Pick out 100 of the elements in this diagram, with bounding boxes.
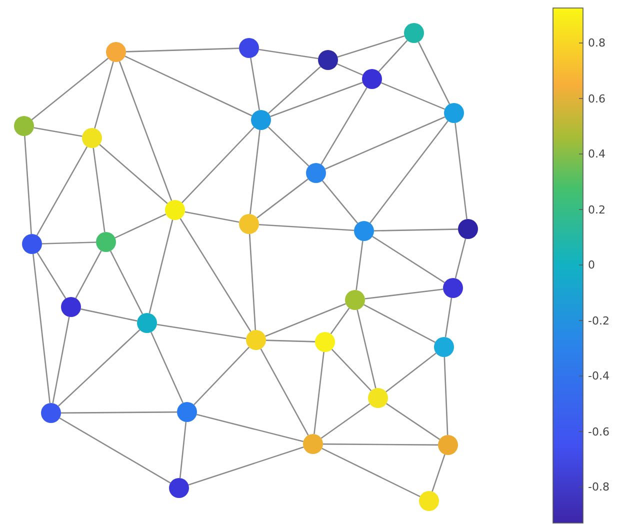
edge-line	[336, 63, 364, 76]
graph-node	[354, 221, 374, 241]
edge-line	[99, 144, 168, 204]
edge-line	[265, 303, 346, 337]
edge-line	[268, 66, 321, 114]
edge-line	[356, 240, 364, 290]
graph-node	[368, 388, 388, 408]
edge-line	[58, 329, 140, 407]
edge-line	[258, 224, 354, 232]
graph-node	[137, 313, 157, 333]
edge-line	[320, 87, 368, 165]
edge-line	[92, 148, 106, 232]
edge-line	[454, 122, 468, 220]
graph-node	[303, 434, 323, 454]
edge-line	[364, 288, 444, 300]
edge-line	[454, 238, 466, 278]
edge-line	[372, 236, 445, 284]
edge-line	[250, 58, 260, 110]
edge-line	[248, 234, 256, 330]
edge-line	[258, 48, 318, 60]
edge-line	[42, 242, 96, 244]
edge-line	[386, 403, 440, 440]
edge-line	[320, 403, 370, 439]
edge-line	[386, 352, 436, 392]
graph-node	[169, 478, 189, 498]
colorbar-tick-label: -0.4	[588, 370, 610, 382]
graph-node	[239, 214, 259, 234]
graph-node	[458, 219, 478, 239]
edge-line	[180, 218, 252, 332]
edge-line	[444, 298, 452, 338]
graph-node	[177, 402, 197, 422]
edge-line	[432, 454, 446, 492]
graph-node	[345, 290, 365, 310]
colorbar-tick-label: -0.2	[588, 314, 610, 327]
edge-line	[323, 443, 438, 446]
edge-line	[118, 61, 172, 201]
edge-line	[196, 414, 304, 442]
graph-node	[239, 38, 259, 58]
edge-line	[31, 58, 109, 120]
edge-line	[52, 316, 70, 404]
graph-node	[443, 278, 463, 298]
graph-node	[444, 103, 464, 123]
edge-line	[156, 324, 246, 340]
edge-line	[124, 56, 252, 116]
edge-line	[32, 254, 51, 404]
edge-line	[331, 348, 372, 392]
edge-line	[266, 340, 316, 342]
graph-node	[106, 42, 126, 62]
edge-line	[110, 250, 144, 314]
edge-line	[250, 130, 260, 214]
edge-line	[193, 346, 250, 406]
colorbar-tick-label: 0.4	[588, 148, 606, 160]
edge-line	[188, 446, 304, 486]
graph-node	[22, 234, 42, 254]
colorbar-tick-label: 0	[588, 258, 595, 272]
graph-node	[315, 332, 335, 352]
colorbar-tick-label: 0.6	[588, 92, 606, 105]
edge-line	[36, 252, 66, 299]
edge-line	[61, 411, 177, 414]
edge-line	[268, 126, 310, 167]
edge-line	[270, 82, 363, 118]
edge-line	[324, 116, 446, 170]
edge-line	[370, 120, 448, 224]
graph-node	[419, 491, 439, 511]
edge-line	[75, 250, 102, 298]
edge-line	[444, 356, 448, 436]
edge-line	[418, 42, 450, 104]
edge-line	[24, 136, 32, 234]
graph-node	[434, 337, 454, 357]
edge-line	[337, 35, 405, 58]
graph-node	[306, 163, 326, 183]
edge-line	[356, 310, 376, 388]
graph-node	[362, 69, 382, 89]
edge-line	[322, 180, 358, 224]
edge-line	[378, 40, 408, 72]
colorbar-tick-label: 0.2	[588, 203, 606, 216]
graph-node	[61, 297, 81, 317]
edge-line	[150, 332, 184, 404]
edge-line	[126, 48, 240, 52]
edge-line	[34, 127, 82, 137]
graph-node	[165, 200, 185, 220]
graph-node	[318, 50, 338, 70]
graph-node	[404, 23, 424, 43]
graph-node	[96, 232, 116, 252]
graph-node	[82, 128, 102, 148]
edge-line	[256, 178, 308, 218]
edge-line	[184, 211, 240, 223]
edge-line	[314, 352, 324, 434]
colorbar-tick-label: -0.6	[588, 425, 610, 438]
edge-line	[374, 228, 458, 232]
edge-line	[36, 146, 88, 236]
graph-node	[246, 330, 266, 350]
edge-line	[94, 61, 114, 129]
colorbar-tick-label: 0.8	[588, 36, 606, 50]
edge-line	[364, 304, 436, 343]
graph-node	[438, 435, 458, 455]
edge-line	[114, 214, 166, 238]
edge-line	[380, 82, 446, 110]
graph-node	[251, 110, 271, 130]
edge-line	[59, 418, 171, 484]
